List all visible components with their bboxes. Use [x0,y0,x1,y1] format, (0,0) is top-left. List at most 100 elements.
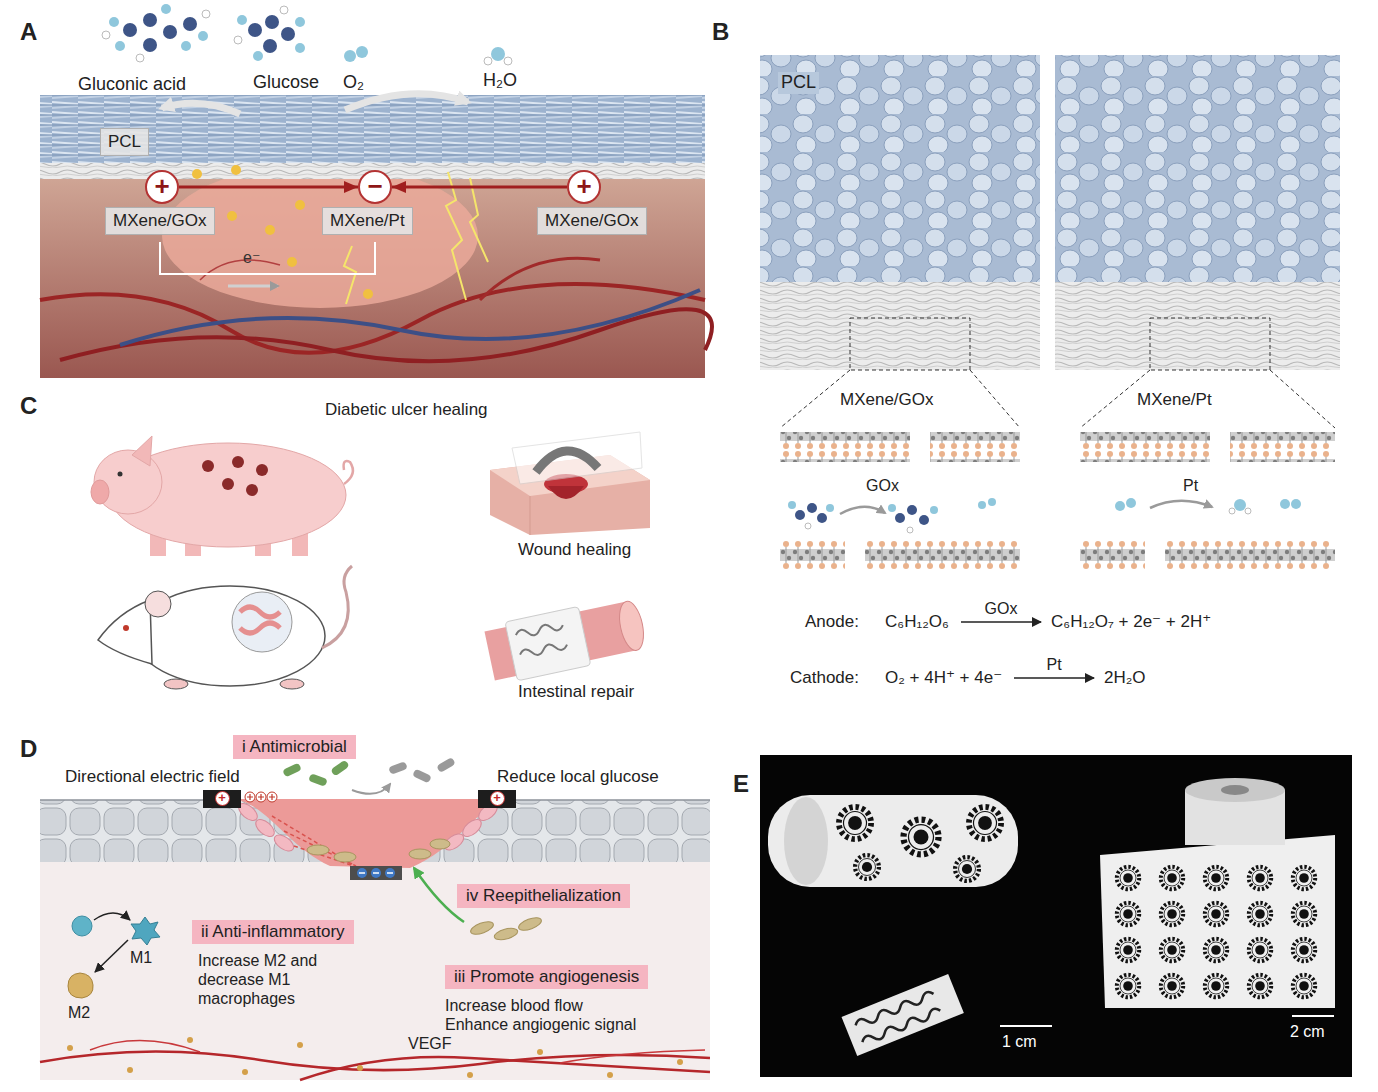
electrode-pad: + [478,790,516,808]
panel-e-photo [760,755,1352,1077]
electrode-label: MXene/GOx [840,390,934,410]
bacteria [282,757,456,787]
pig-part [232,456,244,468]
electrode-label-box: MXene/GOx [537,207,647,235]
electron-dot-part [287,257,297,267]
keratinocyte-part [493,926,519,942]
panel-a-art-part [120,290,700,345]
molecule-part [805,523,811,529]
molecule [788,498,1301,533]
molecule-part [344,50,356,62]
growth-factor-part [467,1072,473,1078]
panel-e-photo-part [855,855,879,879]
molecule [102,4,512,65]
molecule-part [795,510,805,520]
cathode-terminal: − [358,170,392,204]
panel-a-art-part [40,95,705,167]
panel-b-art-part [865,540,1020,570]
intestine [483,594,648,685]
electrode-pattern [1161,939,1183,961]
wound-model-part [512,432,642,484]
pig-part [202,460,214,472]
molecule-part [907,527,913,533]
electrode-label-box-text: MXene/GOx [113,211,207,231]
growth-factor-part [297,1042,303,1048]
molecule-part [807,503,817,513]
panel-e-photo-part [1221,785,1249,795]
molecule-part [295,17,305,27]
electrode-pattern [1161,903,1183,925]
panel-b-art-part [1165,540,1335,570]
equation-term: O₂ + 4H⁺ + 4e⁻ [885,668,1002,688]
effect-box-text: iii Promote angiogenesis [454,967,639,987]
wound-model-part [536,451,598,472]
panel-e-photo-part [969,807,1001,839]
panel-d-art-part [131,917,160,945]
electrode-pattern [1205,903,1227,925]
electrode-pattern [1249,939,1271,961]
keratinocyte-part [517,915,543,933]
rat-part [135,586,325,686]
panel-e-photo-part-part [854,990,942,1046]
molecule-part [504,57,512,65]
anode-terminal: + [145,170,179,204]
panel-e-photo-part [842,974,964,1056]
molecule-part [234,36,242,44]
molecule-part [1115,501,1125,511]
layer-label-box-text: PCL [108,132,141,152]
panel-e-photo-part [839,807,871,839]
wound-model [490,432,650,535]
molecule-part [281,27,295,41]
electron-dot-part [363,289,373,299]
cathode-terminal-text: − [360,172,390,201]
effect-box-text: iv Reepithelialization [466,886,621,906]
molecule-part [356,46,368,58]
panel-d-art-part [95,940,128,972]
molecule-part [115,41,125,51]
equation-term: Cathode: [790,668,859,688]
anode-terminal: + [567,170,601,204]
pig-part [246,484,258,496]
molecule-part [280,6,288,14]
electrode-label-box: MXene/Pt [322,207,413,235]
application-label: Wound healing [518,540,631,560]
panel-b-art [760,55,1340,570]
effect-box: ii Anti-inflammatory [192,920,354,944]
field-arrow [179,186,358,189]
layer-label: PCL [778,72,819,94]
electrode-pattern [1117,939,1139,961]
catalyst-label: Pt [1047,655,1062,674]
scale-bar-label: 2 cm [1290,1022,1325,1041]
effect-description: Increase M2 and decrease M1 macrophages [198,951,348,1009]
anode-terminal-text: + [147,172,177,201]
panel-b-art-part [1230,432,1335,462]
electrode-pattern [1249,867,1271,889]
factor-label: VEGF [405,1034,455,1053]
molecule-part [491,47,505,61]
panel-b-art-part [780,432,910,462]
molecule-label: H₂O [483,70,517,92]
growth-factor-part [187,1037,193,1043]
panel-b-art-part [780,540,845,570]
molecule-part [143,38,157,52]
panel-b-art-part [1150,501,1212,508]
electron-label: e⁻ [243,248,260,267]
molecule-part [253,51,263,61]
growth-factor-part [537,1049,543,1055]
intestine-part [515,621,568,658]
growth-factor-part [67,1045,73,1051]
anode-terminal-text: + [569,172,599,201]
panel-e-photo-part-part [842,974,964,1056]
panel-d-art-part [94,913,130,920]
molecule-part [1234,499,1246,511]
pig-part [91,480,109,504]
cell-label: M2 [68,1003,90,1022]
panel-b-art-part [760,55,1040,285]
rat-part [98,600,152,664]
electron-dot-part [192,169,202,179]
molecule-part [919,515,929,525]
panel-b-art-part [780,370,1335,428]
rat-part [164,679,188,689]
molecule-part [907,505,917,515]
mechanism-label: Directional electric field [65,767,240,787]
